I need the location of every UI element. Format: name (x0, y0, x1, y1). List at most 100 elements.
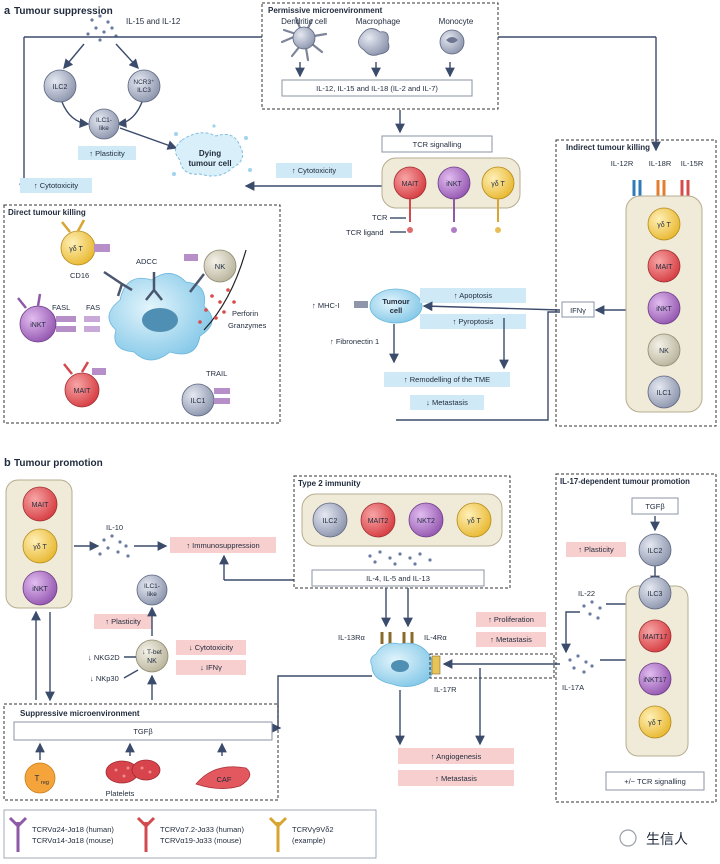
type2-cytokines-box (311, 569, 485, 587)
fibronectin-label: ↑ Fibronectin 1 (330, 337, 379, 346)
indirect-cells-4-cell (647, 375, 681, 409)
il17dep-tcr-box (605, 771, 705, 791)
watermark: 生信人 (619, 829, 688, 847)
il17dep-tgfb-label: TGFβ (645, 502, 665, 511)
permissive-box (261, 2, 499, 110)
il17r-dashed-box (429, 653, 555, 679)
b-nk-cell (135, 639, 169, 673)
b-nk-label: NK (147, 658, 157, 665)
indirect-cells-1-label: MAIT (656, 264, 673, 271)
ilc3-cell (127, 69, 161, 103)
apoptosis-label: ↑ Apoptosis (454, 291, 493, 300)
caf-icon (195, 766, 251, 789)
panel-a-letter: a (4, 5, 11, 17)
cytotoxicity-left-label: ↑ Cytotoxicity (34, 181, 78, 190)
antibody-icon-1 (103, 270, 133, 297)
indirect-cells-3-cell (647, 333, 681, 367)
permissive-cytokines-box (281, 79, 473, 97)
il4ra-label: IL-4Rα (424, 633, 447, 642)
macrophage-icon (358, 28, 390, 56)
remodelling-box (384, 372, 510, 387)
legend-gd-tcr-icon (268, 816, 288, 852)
il10-label: IL-10 (106, 523, 123, 532)
il17dep-cells-4-cell (638, 705, 672, 739)
il17dep-cells-2-label: MAIT17 (643, 634, 668, 641)
indirect-cells-2-label: iNKT (656, 306, 672, 313)
tumour-cell-line1: Tumour (382, 297, 409, 306)
nkp30-label: ↓ NKp30 (90, 674, 119, 683)
b-metastasis-label-2: ↑ Metastasis (435, 774, 477, 783)
arrow-ilc1like-to-dying (119, 127, 178, 150)
permissive-cytokines-label: IL-12, IL-15 and IL-18 (IL-2 and IL-7) (316, 84, 438, 93)
legend-1-line1: TCRVα24-Jα18 (human) (32, 825, 114, 834)
indirect-killing-box (555, 139, 717, 427)
b-metastasis-box-1 (476, 632, 546, 647)
il17dep-title: IL-17-dependent tumour promotion (560, 477, 690, 486)
indirect-cells-1-cell (647, 249, 681, 283)
suppressive-title: Suppressive microenvironment (20, 709, 140, 718)
tcr-inkt-cell (437, 166, 471, 233)
direct-ilc1-label: ILC1 (191, 398, 206, 405)
il17dep-cells-0-cell (638, 533, 672, 567)
cytotoxicity-left-box (20, 178, 92, 193)
legend-inkt-tcr-icon (8, 816, 28, 852)
nk-receptor-pointers (123, 656, 139, 679)
type2-cells-0-cell (312, 502, 348, 538)
il10-dots-icon (98, 534, 130, 558)
type2-cells-0-label: ILC2 (323, 518, 338, 525)
type2-cells-capsule (301, 493, 503, 547)
monocyte-icon (439, 29, 465, 55)
pyroptosis-box (420, 314, 526, 329)
apoptosis-box (420, 288, 526, 303)
direct-killing-box (3, 204, 281, 424)
b-plasticity-label: ↑ Plasticity (105, 617, 141, 626)
ilc2-cell (43, 69, 77, 103)
b-metastasis-label-1: ↑ Metastasis (490, 635, 532, 644)
il22-dots-icon (582, 600, 602, 620)
type2-box (293, 475, 511, 589)
panel-b-letter: b (4, 457, 11, 469)
central-tumour-cell-icon (369, 288, 423, 324)
watermark-label: 生信人 (646, 831, 688, 847)
il12r-label: IL-12R (611, 159, 634, 168)
cytotoxicity-mid-label: ↑ Cytotoxicity (292, 166, 336, 175)
type2-cells-1-cell (360, 502, 396, 538)
il17a-label: IL-17A (562, 683, 584, 692)
tbet-label: ↓ T-bet (142, 649, 162, 656)
adcc-label: ADCC (136, 257, 158, 266)
metastasis-down-box (410, 395, 484, 410)
treg-cell (24, 762, 56, 794)
direct-mait-cell (63, 361, 106, 408)
tcr-label: TCR (372, 213, 388, 222)
il17dep-cells-3-label: iNKT17 (643, 677, 666, 684)
il17dep-tgfb-box (631, 497, 679, 515)
permissive-title: Permissive microenvironment (268, 6, 383, 15)
il17dep-cells-0-label: ILC2 (648, 548, 663, 555)
b-ilc1like-line2: like (147, 591, 157, 598)
arrow-suppressive-to-tumour (271, 675, 292, 733)
dying-label-line2: tumour cell (188, 159, 231, 168)
tcr-ligand-label: TCR ligand (346, 228, 384, 237)
panel-b-title: Tumour promotion (14, 458, 103, 469)
dying-label-line1: Dying (199, 149, 221, 158)
b-ifng-box (176, 660, 246, 675)
b-left-cells-0-cell (22, 486, 58, 522)
panel-a: a Tumour suppression IL-15 and IL-12 ILC… (3, 2, 717, 427)
type2-dots-icon (368, 550, 432, 566)
direct-ilc1-cell (181, 383, 230, 417)
b-ifng-label: ↓ IFNγ (200, 663, 222, 672)
direct-inkt-label: iNKT (30, 322, 46, 329)
il17a-dots-icon (568, 654, 594, 674)
b-left-cells-2-label: iNKT (32, 586, 48, 593)
arrow-ilc2-to-ilc1like (61, 101, 90, 128)
direct-nk-label: NK (215, 262, 225, 271)
il17dep-cells-4-label: γδ T (648, 720, 662, 727)
b-ilc1like-line1: ILC1- (144, 583, 160, 590)
arrow-to-ilc2 (63, 43, 85, 70)
dendritic-cell-icon (280, 16, 328, 62)
tcr-gd-label: γδ T (491, 181, 505, 188)
tcr-gd-cell (481, 166, 515, 233)
type2-cytokines-label: IL-4, IL-5 and IL-13 (366, 574, 430, 583)
